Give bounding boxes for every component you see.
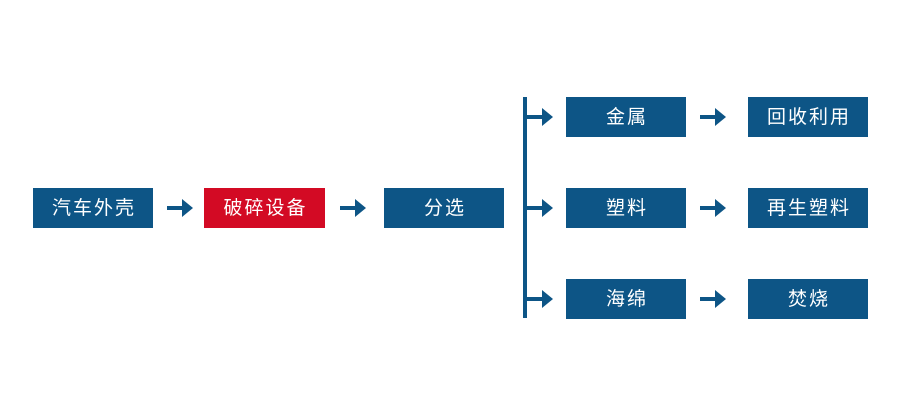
node-shredding-equipment[interactable]: 破碎设备 [204, 188, 325, 228]
arrow-head [355, 199, 366, 217]
arrow-shaft [700, 115, 716, 119]
arrow-head [542, 108, 553, 126]
node-metal[interactable]: 金属 [566, 97, 686, 137]
node-car-shell[interactable]: 汽车外壳 [33, 188, 153, 228]
arrow-plastic-to-recycled-plastic [700, 197, 726, 219]
arrow-car-shell-to-shredder [167, 197, 193, 219]
arrow-shaft [700, 297, 716, 301]
arrow-head [542, 290, 553, 308]
arrow-shaft [340, 206, 356, 210]
node-sponge[interactable]: 海绵 [566, 279, 686, 319]
node-recycling-reuse[interactable]: 回收利用 [748, 97, 868, 137]
node-recycled-plastic[interactable]: 再生塑料 [748, 188, 868, 228]
arrow-head [542, 199, 553, 217]
arrow-shaft [700, 206, 716, 210]
node-plastic[interactable]: 塑料 [566, 188, 686, 228]
arrow-head [715, 199, 726, 217]
branch-arrow-to-metal [527, 106, 553, 128]
arrow-head [715, 108, 726, 126]
arrow-sponge-to-incineration [700, 288, 726, 310]
arrow-metal-to-recycling [700, 106, 726, 128]
branch-trunk-line [523, 97, 527, 318]
branch-arrow-to-plastic [527, 197, 553, 219]
arrow-shaft [527, 206, 543, 210]
arrow-shredder-to-sorting [340, 197, 366, 219]
branch-arrow-to-sponge [527, 288, 553, 310]
arrow-head [182, 199, 193, 217]
arrow-shaft [527, 115, 543, 119]
arrow-shaft [527, 297, 543, 301]
arrow-head [715, 290, 726, 308]
node-incineration[interactable]: 焚烧 [748, 279, 868, 319]
arrow-shaft [167, 206, 183, 210]
node-sorting[interactable]: 分选 [384, 188, 504, 228]
